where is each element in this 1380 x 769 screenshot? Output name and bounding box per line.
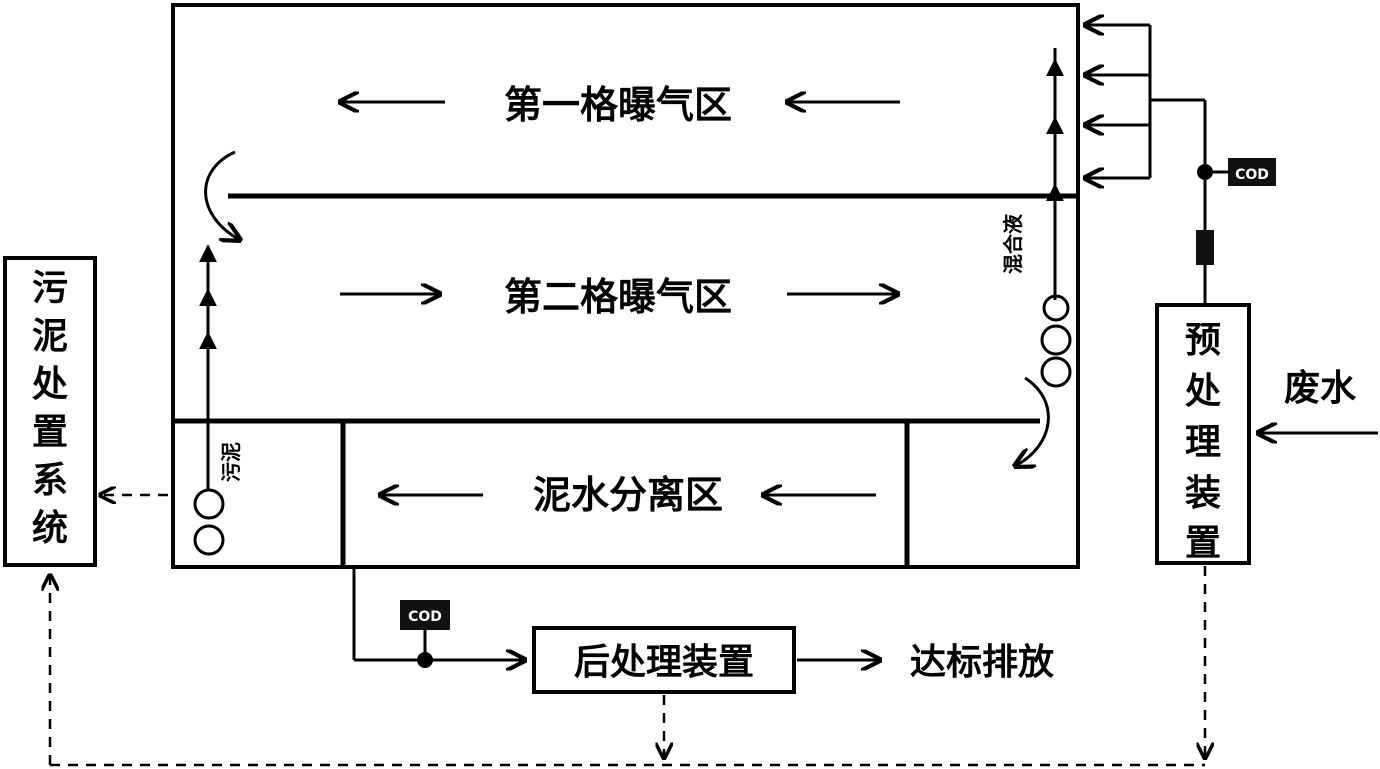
sludge-system-label: 污 泥 处 置 系 统 — [32, 268, 68, 549]
sludge-char-6: 统 — [32, 508, 68, 549]
reactor-tank — [171, 3, 1080, 569]
sludge-char-4: 置 — [32, 412, 68, 453]
sludge-char-2: 泥 — [32, 316, 68, 357]
cod-outlet-label: COD — [408, 609, 442, 625]
pretreatment-unit — [1155, 303, 1251, 565]
sludge-treatment-unit — [3, 256, 97, 567]
flow-arrows — [340, 102, 900, 495]
sludge-char-5: 系 — [32, 460, 68, 501]
pretreatment-char-2: 处 — [1185, 371, 1221, 412]
posttreatment-label: 后处理装置 — [574, 642, 754, 683]
pretreatment-char-4: 装 — [1185, 473, 1221, 514]
mixed-liquor-label: 混合液 — [1001, 213, 1025, 274]
wastewater-label: 废水 — [1284, 368, 1357, 409]
cod-outlet-badge — [400, 600, 450, 630]
sludge-char-3: 处 — [32, 364, 68, 405]
cod-outlet-sensor-node — [417, 652, 433, 668]
pretreatment-char-3: 理 — [1185, 422, 1221, 463]
posttreatment-unit — [532, 626, 796, 694]
turn-arrow-right — [1015, 376, 1050, 466]
turn-arrow-left — [204, 150, 240, 240]
cod-inlet-badge — [1228, 158, 1276, 186]
pretreatment-char-5: 置 — [1185, 523, 1221, 564]
sludge-pump — [193, 488, 225, 556]
zone-aeration-2-label: 第二格曝气区 — [504, 275, 732, 319]
inlet-manifold — [1085, 25, 1207, 305]
outlet-pipe — [352, 567, 525, 660]
inlet-valve — [1196, 230, 1214, 265]
cod-inlet-label: COD — [1235, 167, 1269, 183]
sludge-pump-label: 污泥 — [219, 442, 243, 482]
pretreatment-label: 预 处 理 装 置 — [1185, 320, 1221, 564]
sludge-char-1: 污 — [32, 268, 68, 309]
zone-aeration-1-label: 第一格曝气区 — [504, 83, 732, 127]
pretreatment-char-1: 预 — [1185, 320, 1221, 361]
mixed-liquor-pump — [1040, 294, 1072, 388]
sludge-collection-lines — [50, 566, 1205, 767]
zone-separation-label: 泥水分离区 — [533, 473, 723, 517]
cod-inlet-sensor-node — [1197, 164, 1213, 180]
discharge-label: 达标排放 — [910, 642, 1054, 683]
